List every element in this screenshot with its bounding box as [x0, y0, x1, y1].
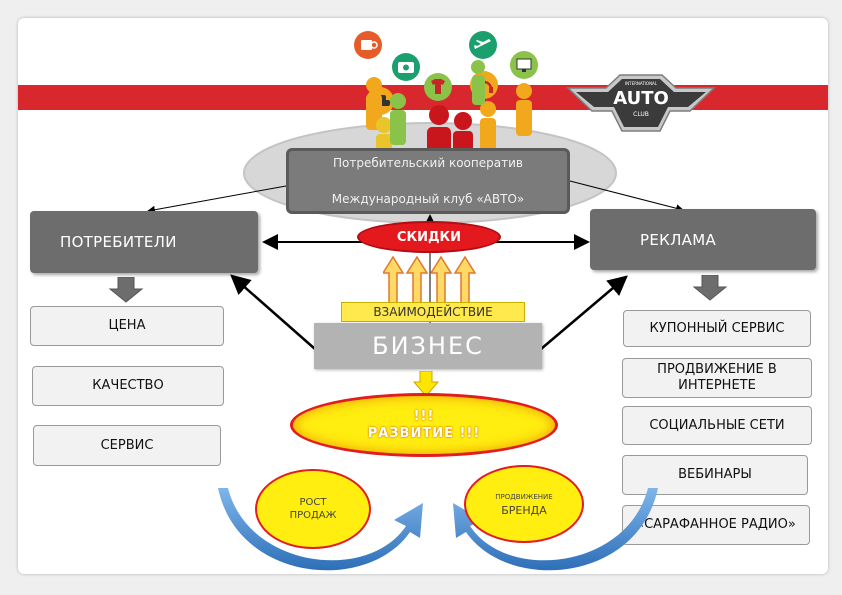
consumers-label: ПОТРЕБИТЕЛИ [60, 233, 177, 251]
consumers-item-label: СЕРВИС [100, 437, 154, 453]
interaction-arrows [383, 255, 477, 304]
connector-lines [147, 180, 684, 350]
interaction-label: ВЗАИМОДЕЙСТВИЕ [373, 305, 493, 319]
consumers-down-arrow [108, 277, 144, 303]
sales-growth-bubble: РОСТ ПРОДАЖ [255, 469, 371, 549]
cooperative-title-box: Потребительский кооператив Международный… [286, 148, 570, 214]
person-red-2 [453, 112, 473, 153]
brand-promotion-line2: БРЕНДА [501, 504, 547, 517]
development-line1: !!! [413, 409, 435, 424]
business-box: БИЗНЕС [314, 323, 542, 369]
advertising-label: РЕКЛАМА [640, 230, 717, 249]
logo-bottom-text: CLUB [633, 111, 649, 118]
cooperative-title-line2: Международный клуб «АВТО» [331, 192, 525, 206]
person-green [390, 93, 406, 145]
person-red-1 [427, 105, 451, 153]
development-down-arrow [413, 371, 439, 397]
advertising-item-label: КУПОННЫЙ СЕРВИС [649, 320, 785, 336]
consumers-item: СЕРВИС [33, 425, 221, 466]
blue-curved-arrows [218, 488, 658, 571]
logo-main-text: AUTO [613, 88, 669, 109]
discounts-label: СКИДКИ [396, 229, 462, 245]
brand-promotion-line1: ПРОДВИЖЕНИЕ [495, 493, 553, 501]
interaction-banner: ВЗАИМОДЕЙСТВИЕ [341, 302, 525, 322]
development-line2: РАЗВИТИЕ !!! [367, 426, 481, 441]
slide: INTERNATIONAL AUTO CLUB [18, 18, 828, 574]
advertising-item: «САРАФАННОЕ РАДИО» [622, 505, 810, 545]
business-label: БИЗНЕС [372, 332, 484, 360]
camera-icon [392, 53, 420, 81]
advertising-item-label: ПРОДВИЖЕНИЕ В ИНТЕРНЕТЕ [657, 362, 777, 393]
advertising-box: РЕКЛАМА [590, 209, 816, 270]
advertising-item: СОЦИАЛЬНЫЕ СЕТИ [622, 406, 812, 445]
advertising-item-label: ВЕБИНАРЫ [678, 467, 752, 482]
advertising-item: КУПОННЫЙ СЕРВИС [623, 310, 811, 347]
auto-club-logo: INTERNATIONAL AUTO CLUB [566, 73, 716, 135]
people-illustration [354, 31, 538, 153]
person-orange-2 [480, 101, 496, 153]
sales-growth-line2: ПРОДАЖ [289, 510, 337, 521]
person-green-2 [471, 60, 485, 105]
consumers-item: ЦЕНА [30, 306, 224, 346]
consumers-item-label: ЦЕНА [108, 318, 146, 333]
sales-growth-line1: РОСТ [299, 497, 327, 508]
consumers-box: ПОТРЕБИТЕЛИ [30, 211, 258, 273]
advertising-item-label: СОЦИАЛЬНЫЕ СЕТИ [649, 417, 785, 433]
development-ellipse: !!! РАЗВИТИЕ !!! [290, 393, 558, 457]
monitor-icon [510, 51, 538, 79]
advertising-down-arrow [692, 275, 728, 301]
advertising-item-label: «САРАФАННОЕ РАДИО» [636, 517, 796, 532]
coffee-icon [354, 31, 382, 59]
consumers-item-label: КАЧЕСТВО [92, 378, 164, 393]
brand-promotion-bubble: ПРОДВИЖЕНИЕ БРЕНДА [464, 465, 584, 543]
cooperative-title-line1: Потребительский кооператив [333, 156, 523, 170]
airplane-icon [469, 31, 497, 59]
consumers-item: КАЧЕСТВО [32, 366, 224, 406]
advertising-item: ПРОДВИЖЕНИЕ В ИНТЕРНЕТЕ [622, 358, 812, 398]
tshirt-icon [424, 73, 452, 101]
person-yellow-2 [516, 83, 532, 136]
logo-top-text: INTERNATIONAL [624, 81, 658, 86]
discounts-badge: СКИДКИ [357, 221, 501, 253]
